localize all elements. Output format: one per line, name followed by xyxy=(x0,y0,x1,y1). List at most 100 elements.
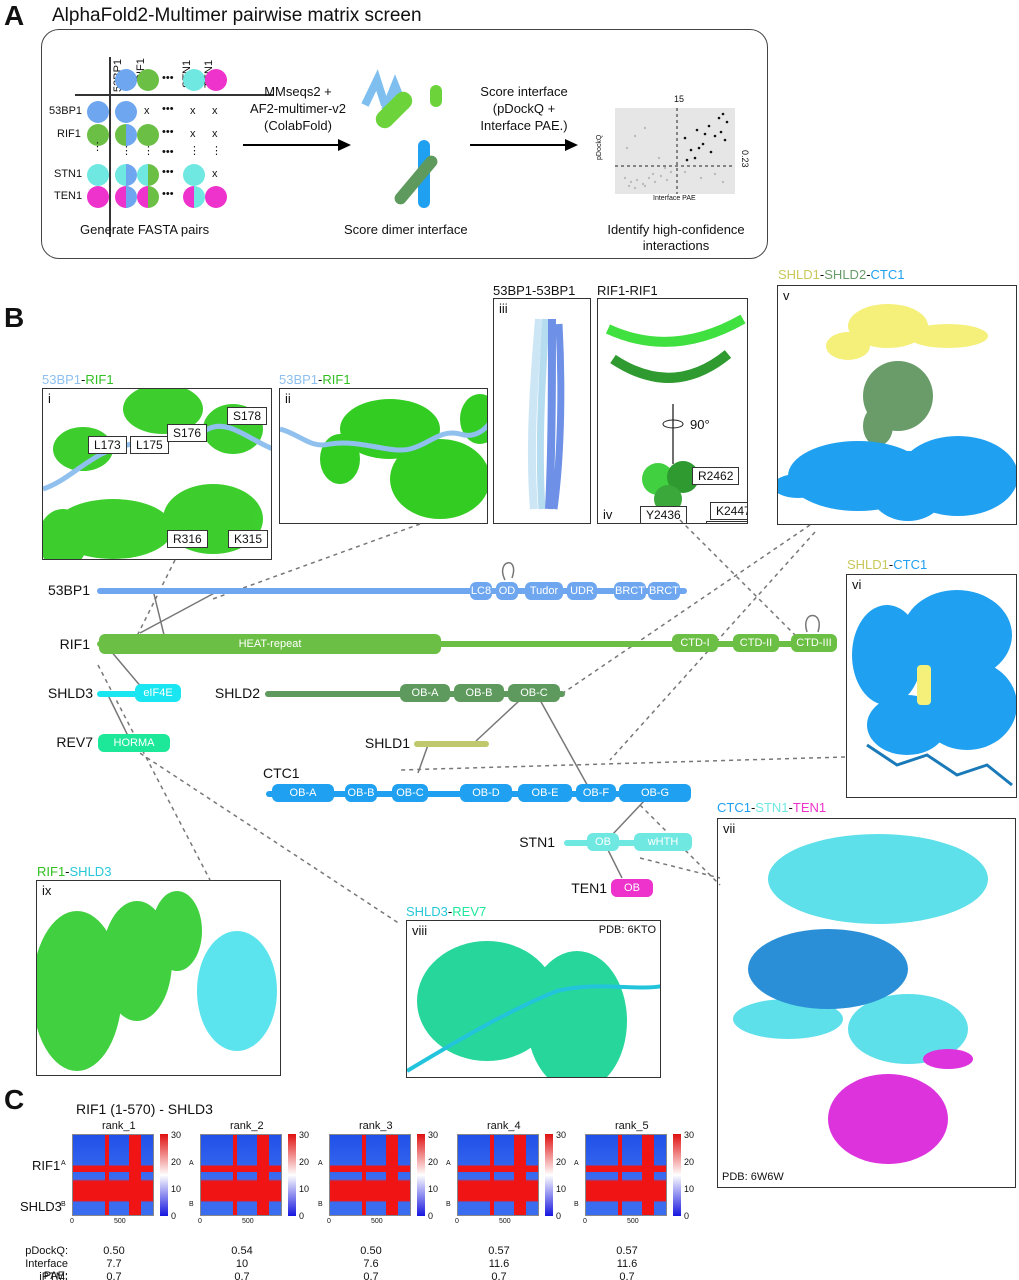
domain-ob-d[interactable]: OB-D xyxy=(460,784,512,802)
pae-value: 7.6 xyxy=(363,1258,379,1270)
domain-ob[interactable]: OB xyxy=(587,833,619,851)
rank-title: rank_1 xyxy=(102,1120,136,1132)
domain-ob-c[interactable]: OB-C xyxy=(508,684,560,702)
pae-heatmap xyxy=(329,1134,411,1216)
x-tick: 500 xyxy=(627,1218,639,1225)
pdockq-value: 0.57 xyxy=(488,1245,510,1257)
residue-label: L173 xyxy=(88,436,127,454)
fasta-caption: Generate FASTA pairs xyxy=(80,222,210,237)
struct-iii-title: 53BP1-53BP1 xyxy=(493,283,576,298)
domain-heat-repeat[interactable]: HEAT-repeat xyxy=(99,634,441,654)
scatter-caption-line1: Identify high-confidence xyxy=(607,222,745,237)
domain-horma[interactable]: HORMA xyxy=(98,734,170,752)
domain-brct[interactable]: BRCT xyxy=(614,582,646,600)
pae-value: 11.6 xyxy=(616,1258,638,1270)
struct-v-id: v xyxy=(783,288,790,303)
cbar-tick: 0 xyxy=(428,1211,434,1221)
domain-udr[interactable]: UDR xyxy=(567,582,597,600)
residue-label: L175 xyxy=(130,436,169,454)
struct-i-title: 53BP1-RIF1 xyxy=(42,372,114,387)
cbar-tick: 20 xyxy=(684,1157,695,1167)
domain-brct[interactable]: BRCT xyxy=(648,582,680,600)
cbar-tick: 0 xyxy=(556,1211,562,1221)
arrow-right-icon xyxy=(470,139,578,151)
matrix-hline xyxy=(75,94,273,96)
dimer-cartoon-icon xyxy=(361,69,442,208)
residue-label: Y2436 xyxy=(640,506,687,523)
colorbar xyxy=(673,1134,681,1216)
colorbar xyxy=(417,1134,425,1216)
pae-value: 10 xyxy=(235,1258,249,1270)
protein-rev7-label: REV7 xyxy=(56,734,93,750)
cbar-tick: 30 xyxy=(684,1130,695,1140)
protein-shld1-bar[interactable] xyxy=(414,741,489,747)
domain-eif4e[interactable]: eIF4E xyxy=(135,684,181,702)
domain-ob-b[interactable]: OB-B xyxy=(345,784,377,802)
cbar-tick: 0 xyxy=(171,1211,177,1221)
domain-lc8[interactable]: LC8 xyxy=(470,582,492,600)
domain-whth[interactable]: wHTH xyxy=(634,833,692,851)
domain-ob-a[interactable]: OB-A xyxy=(400,684,450,702)
domain-ob[interactable]: OB xyxy=(611,879,653,897)
cbar-tick: 20 xyxy=(299,1157,310,1167)
protein-shld2-label: SHLD2 xyxy=(214,685,260,701)
x-tick: 0 xyxy=(198,1218,202,1225)
stat-label-pdockq: pDockQ: xyxy=(25,1245,68,1257)
chain-tick: A xyxy=(446,1160,451,1167)
step1-text: MMseqs2 + AF2-multimer-v2 (ColabFold) xyxy=(243,83,353,134)
stat-label-pae: Interface PAE: xyxy=(25,1258,68,1280)
iptm-value: 0.7 xyxy=(234,1271,250,1280)
struct-v-title: SHLD1-SHLD2-CTC1 xyxy=(778,267,905,282)
rank-title: rank_2 xyxy=(230,1120,264,1132)
protein-stn1-bar[interactable] xyxy=(564,840,692,846)
x-axis-label: Interface PAE xyxy=(653,195,696,202)
row-header-ten1: TEN1 xyxy=(54,190,83,202)
struct-ii-title: 53BP1-RIF1 xyxy=(279,372,351,387)
residue-label: S178 xyxy=(227,407,268,425)
domain-ob-g[interactable]: OB-G xyxy=(619,784,691,802)
struct-vi-panel: vi xyxy=(846,574,1017,798)
domain-ctd-ii[interactable]: CTD-II xyxy=(733,634,779,652)
protein-rif1-bar[interactable] xyxy=(97,641,837,647)
chain-tick: B xyxy=(189,1201,194,1208)
domain-ob-e[interactable]: OB-E xyxy=(518,784,572,802)
domain-ob-c[interactable]: OB-C xyxy=(392,784,428,802)
matrix-vline xyxy=(109,57,111,237)
struct-i-panel: i L173 L175 S176 S178 R316 K315 xyxy=(42,388,272,560)
domain-tudor[interactable]: Tudor xyxy=(525,582,563,600)
cbar-tick: 30 xyxy=(171,1130,182,1140)
protein-shld1-label: SHLD1 xyxy=(364,735,410,751)
row-circle-rif1 xyxy=(87,124,109,146)
x-tick: 0 xyxy=(70,1218,74,1225)
domain-ctd-i[interactable]: CTD-I xyxy=(672,634,718,652)
pdockq-value: 0.54 xyxy=(231,1245,253,1257)
pae-value: 11.6 xyxy=(488,1258,510,1270)
x-tick: 0 xyxy=(455,1218,459,1225)
struct-vii-id: vii xyxy=(723,821,736,836)
struct-vi-title: SHLD1-CTC1 xyxy=(847,557,928,572)
colorbar xyxy=(160,1134,168,1216)
cbar-tick: 10 xyxy=(428,1184,439,1194)
chain-tick: A xyxy=(318,1160,323,1167)
protein-53bp1-bar[interactable] xyxy=(97,588,687,594)
colorbar xyxy=(545,1134,553,1216)
cbar-tick: 20 xyxy=(171,1157,182,1167)
domain-ob-b[interactable]: OB-B xyxy=(454,684,504,702)
col-circle-stn1 xyxy=(183,69,205,91)
step1-line3: (ColabFold) xyxy=(264,118,332,133)
domain-ctd-iii[interactable]: CTD-III xyxy=(791,634,837,652)
rank-title: rank_4 xyxy=(487,1120,521,1132)
struct-vii-title: CTC1-STN1-TEN1 xyxy=(717,800,827,815)
x-tick: 0 xyxy=(583,1218,587,1225)
chain-tick: B xyxy=(574,1201,579,1208)
domain-ob-f[interactable]: OB-F xyxy=(576,784,616,802)
residue-label: R316 xyxy=(167,530,208,548)
struct-vi-id: vi xyxy=(852,577,862,592)
col-circle-rif1 xyxy=(137,69,159,91)
struct-vii-panel: vii PDB: 6W6W xyxy=(717,818,1016,1188)
chain-tick: A xyxy=(61,1160,66,1167)
domain-ob-a[interactable]: OB-A xyxy=(272,784,334,802)
domain-od[interactable]: OD xyxy=(496,582,518,600)
struct-viii-panel: viii PDB: 6KTO xyxy=(406,920,661,1078)
step2-line3: Interface PAE.) xyxy=(480,118,568,133)
